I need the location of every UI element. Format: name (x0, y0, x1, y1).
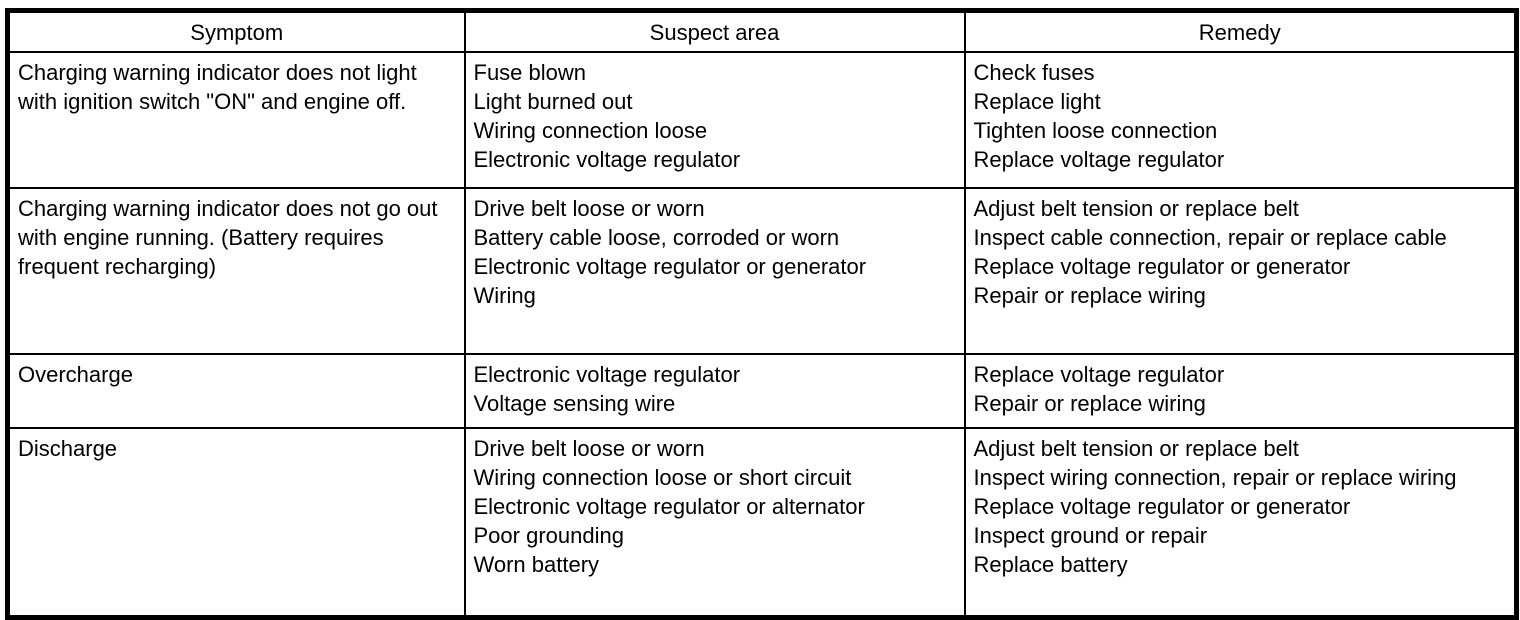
symptom-cell: Charging warning indicator does not ligh… (6, 51, 466, 189)
symptom-cell: Overcharge (6, 353, 466, 429)
cell-line: Wiring connection loose or short circuit (473, 465, 852, 490)
cell-line: Adjust belt tension or replace belt (973, 196, 1299, 221)
cell-line: Repair or replace wiring (973, 391, 1206, 416)
cell-line: Replace voltage regulator (973, 147, 1225, 172)
symptom-cell: Charging warning indicator does not go o… (6, 187, 466, 355)
cell-line: Replace voltage regulator or generator (973, 254, 1351, 279)
table-body: Charging warning indicator does not ligh… (6, 51, 1518, 619)
cell-line: Adjust belt tension or replace belt (973, 436, 1299, 461)
cell-line: Repair or replace wiring (973, 283, 1206, 308)
table-row: Charging warning indicator does not ligh… (6, 51, 1518, 189)
column-header-suspect-area: Suspect area (463, 9, 966, 53)
header-row: Symptom Suspect area Remedy (6, 9, 1518, 53)
cell-line: Replace voltage regulator (973, 362, 1225, 387)
cell-line: Overcharge (18, 362, 133, 387)
cell-line: Replace light (973, 89, 1101, 114)
cell-line: Charging warning indicator does not ligh… (18, 60, 417, 114)
column-header-symptom: Symptom (6, 9, 466, 53)
cell-line: Worn battery (473, 552, 600, 577)
cell-line: Inspect cable connection, repair or repl… (973, 225, 1447, 250)
cell-line: Light burned out (473, 89, 633, 114)
cell-line: Tighten loose connection (973, 118, 1218, 143)
cell-line: Wiring (473, 283, 536, 308)
troubleshooting-table: Symptom Suspect area Remedy Charging war… (5, 8, 1519, 620)
cell-line: Inspect wiring connection, repair or rep… (973, 465, 1457, 490)
cell-line: Inspect ground or repair (973, 523, 1208, 548)
cell-line: Electronic voltage regulator or generato… (473, 254, 867, 279)
cell-line: Check fuses (973, 60, 1095, 85)
cell-line: Electronic voltage regulator or alternat… (473, 494, 865, 519)
cell-line: Drive belt loose or worn (473, 196, 705, 221)
cell-line: Battery cable loose, corroded or worn (473, 225, 840, 250)
cell-line: Discharge (18, 436, 118, 461)
column-header-remedy: Remedy (963, 9, 1518, 53)
cell-line: Electronic voltage regulator (473, 362, 741, 387)
cell-line: Wiring connection loose (473, 118, 708, 143)
symptom-cell: Discharge (6, 427, 466, 619)
cell-line: Replace battery (973, 552, 1128, 577)
table-row: Charging warning indicator does not go o… (6, 187, 1518, 355)
cell-line: Voltage sensing wire (473, 391, 676, 416)
cell-line: Replace voltage regulator or generator (973, 494, 1351, 519)
cell-line: Electronic voltage regulator (473, 147, 741, 172)
cell-line: Charging warning indicator does not go o… (18, 196, 438, 279)
cell-line: Fuse blown (473, 60, 587, 85)
cell-line: Poor grounding (473, 523, 624, 548)
cell-line: Drive belt loose or worn (473, 436, 705, 461)
